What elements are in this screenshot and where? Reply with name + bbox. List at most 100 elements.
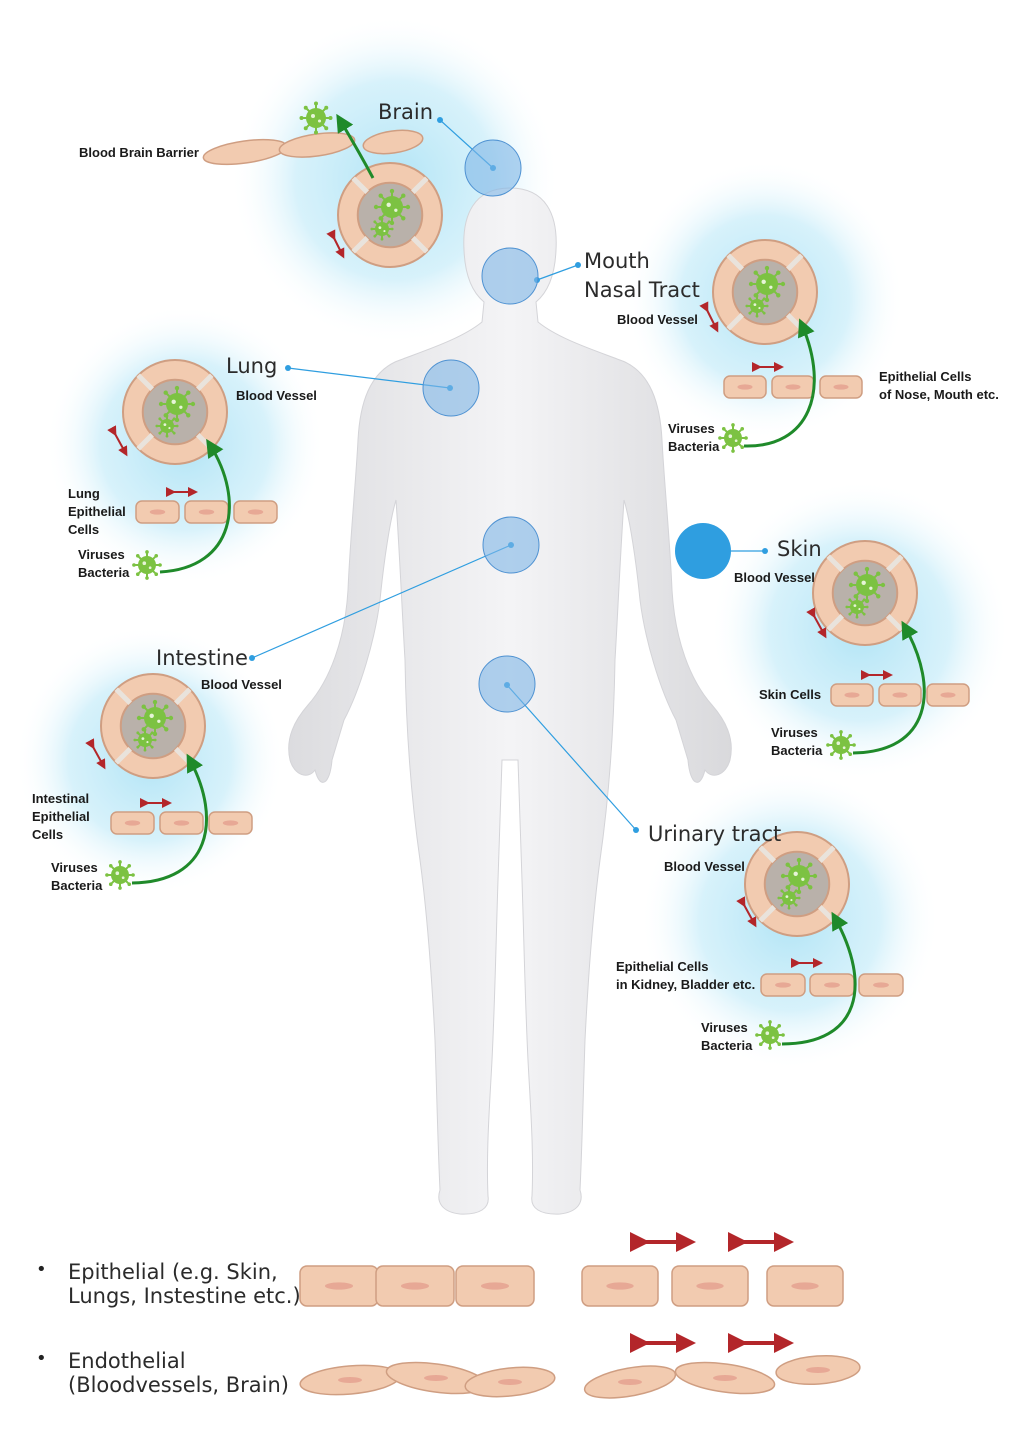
lung-vessel	[122, 359, 228, 465]
virus-icon	[370, 217, 394, 241]
legend-endothelial-leaky-2	[775, 1354, 861, 1386]
virus-icon	[105, 860, 135, 890]
legend-endothelial-tight-0	[299, 1364, 401, 1396]
virus-icon	[845, 595, 869, 619]
virus-icon	[848, 566, 886, 604]
legend-endothelial-tight-1	[385, 1361, 487, 1395]
mouth-title: Mouth Nasal Tract	[584, 249, 700, 302]
lung-pathogen-label: Viruses Bacteria	[78, 547, 130, 580]
tight-junction-arrow	[326, 229, 345, 259]
urinary-infection-arrow	[781, 911, 857, 1046]
legend-bullet-epithelial: •	[36, 1259, 47, 1280]
virus-icon	[132, 550, 162, 580]
skin-vessel-label: Blood Vessel	[734, 570, 815, 585]
virus-icon	[718, 423, 748, 453]
legend-epithelial-leaky-0	[581, 1265, 659, 1307]
lung-infection-arrow	[159, 438, 231, 574]
brain-marker	[464, 139, 522, 197]
virus-icon	[136, 699, 174, 737]
tight-junction-arrow	[85, 738, 106, 770]
connector-end-3	[249, 655, 255, 661]
legend-endothelial-label: Endothelial (Bloodvessels, Brain)	[68, 1349, 289, 1397]
brain-vessel	[337, 162, 443, 268]
mouth-vessel-label: Blood Vessel	[617, 312, 698, 327]
connector-dot-0	[437, 117, 443, 123]
lung-title: Lung	[226, 354, 278, 378]
urinary-title: Urinary tract	[648, 822, 782, 846]
connector-end-2	[285, 365, 291, 371]
legend-epithelial-label: Epithelial (e.g. Skin, Lungs, Instestine…	[68, 1260, 301, 1308]
urinary-marker	[478, 655, 536, 713]
legend-endothelial-leaky-0	[583, 1365, 677, 1399]
virus-icon	[373, 188, 411, 226]
tight-junction-arrow	[699, 301, 719, 333]
lung-epithelial-label: Lung Epithelial Cells	[68, 486, 126, 537]
tight-junction-arrow	[107, 425, 128, 457]
virus-icon	[826, 730, 856, 760]
brain-barrier-cells	[202, 129, 424, 166]
mouth-vessel	[712, 239, 818, 345]
urinary-vessel-label: Blood Vessel	[664, 859, 745, 874]
connector-end-5	[633, 827, 639, 833]
virus-icon	[133, 728, 157, 752]
urinary-vessel	[744, 831, 850, 937]
virus-icon	[780, 857, 818, 895]
intestine-infection-arrow	[131, 753, 209, 885]
virus-icon	[299, 101, 333, 135]
mouth-epithelial-cells	[723, 375, 863, 399]
intestine-title: Intestine	[156, 646, 248, 670]
urinary-epithelial-cells	[760, 973, 904, 997]
tight-junction-arrow	[736, 896, 757, 928]
legend-bullet-endothelial: •	[36, 1348, 47, 1369]
urinary-pathogen-label: Viruses Bacteria	[701, 1020, 753, 1053]
connector-line-3	[251, 544, 512, 659]
lung-marker	[422, 359, 480, 417]
connector-line-5	[506, 684, 637, 831]
legend-endothelial-leaky-1	[674, 1361, 776, 1395]
legend-endothelial-tight-2	[464, 1366, 556, 1398]
virus-icon	[755, 1020, 785, 1050]
brain-title: Brain	[378, 100, 434, 124]
connector-line-1	[536, 264, 579, 281]
virus-icon	[158, 385, 196, 423]
lung-vessel-label: Blood Vessel	[236, 388, 317, 403]
skin-epithelial-cells	[830, 683, 970, 707]
blood-brain-barrier-label: Blood Brain Barrier	[79, 145, 199, 160]
mouth-epithelial-label: Epithelial Cells of Nose, Mouth etc.	[879, 369, 999, 402]
urinary-epithelial-label: Epithelial Cells in Kidney, Bladder etc.	[616, 959, 756, 992]
mouth-marker	[481, 247, 539, 305]
legend-epithelial-leaky-1	[671, 1265, 749, 1307]
legend-epithelial-tight-0	[299, 1265, 379, 1307]
brain-crossing-arrow	[336, 113, 375, 179]
intestine-vessel-label: Blood Vessel	[201, 677, 282, 692]
skin-vessel	[812, 540, 918, 646]
intestine-epithelial-label: Intestinal Epithelial Cells	[32, 791, 90, 842]
legend-epithelial-tight-2	[455, 1265, 535, 1307]
virus-icon	[748, 265, 786, 303]
legend-epithelial-tight-1	[375, 1265, 455, 1307]
vessel-diagrams	[85, 101, 970, 1050]
intestine-vessel	[100, 673, 206, 779]
organ-markers	[422, 139, 731, 713]
skin-infection-arrow	[852, 620, 926, 755]
skin-title: Skin	[777, 537, 822, 561]
legend-epithelial-leaky-2	[766, 1265, 844, 1307]
skin-epithelial-label: Skin Cells	[759, 687, 822, 702]
connector-end-4	[762, 548, 768, 554]
virus-icon	[745, 294, 769, 318]
mouth-pathogen-label: Viruses Bacteria	[668, 421, 720, 454]
lung-epithelial-cells	[135, 500, 278, 524]
virus-icon	[777, 886, 801, 910]
connector-end-1	[575, 262, 581, 268]
tight-junction-arrow	[806, 607, 827, 639]
intestine-marker	[482, 516, 540, 574]
virus-icon	[155, 414, 179, 438]
intestine-epithelial-cells	[110, 811, 253, 835]
intestine-pathogen-label: Viruses Bacteria	[51, 860, 103, 893]
mouth-infection-arrow	[743, 318, 816, 448]
skin-marker	[675, 523, 731, 579]
legend-cells	[299, 1232, 861, 1399]
skin-pathogen-label: Viruses Bacteria	[771, 725, 823, 758]
